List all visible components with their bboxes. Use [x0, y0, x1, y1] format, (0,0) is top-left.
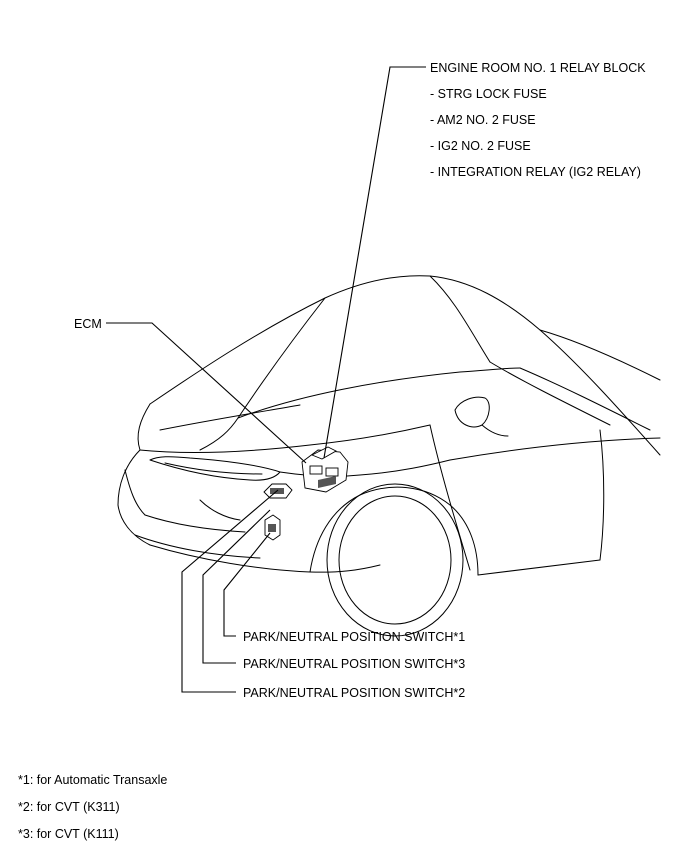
footnote-3: *3: for CVT (K111) — [18, 827, 119, 841]
engine-room-relay-block-icon — [301, 446, 349, 493]
relay-item-integration-relay: - INTEGRATION RELAY (IG2 RELAY) — [430, 165, 641, 179]
pnp-switch-3-leader — [202, 509, 271, 664]
pnp-switch-3-label: PARK/NEUTRAL POSITION SWITCH*3 — [243, 657, 465, 671]
pnp-switch-2-leader — [181, 489, 279, 693]
relay-block-leader — [323, 66, 426, 459]
ecm-leader — [106, 322, 307, 464]
relay-item-am2-fuse: - AM2 NO. 2 FUSE — [430, 113, 536, 127]
relay-item-ig2-fuse: - IG2 NO. 2 FUSE — [430, 139, 531, 153]
ecm-label: ECM — [74, 317, 102, 331]
pnp-switch-2-label: PARK/NEUTRAL POSITION SWITCH*2 — [243, 686, 465, 700]
leader-lines — [106, 66, 426, 693]
footnote-1: *1: for Automatic Transaxle — [18, 773, 167, 787]
car-illustration — [117, 275, 661, 637]
pnp-switch-1-leader — [223, 532, 271, 637]
footnote-2: *2: for CVT (K311) — [18, 800, 120, 814]
relay-item-strg-lock-fuse: - STRG LOCK FUSE — [430, 87, 547, 101]
pnp-switch-1-icon — [263, 483, 293, 499]
pnp-switch-1-label: PARK/NEUTRAL POSITION SWITCH*1 — [243, 630, 465, 644]
relay-block-label: ENGINE ROOM NO. 1 RELAY BLOCK — [430, 61, 646, 75]
